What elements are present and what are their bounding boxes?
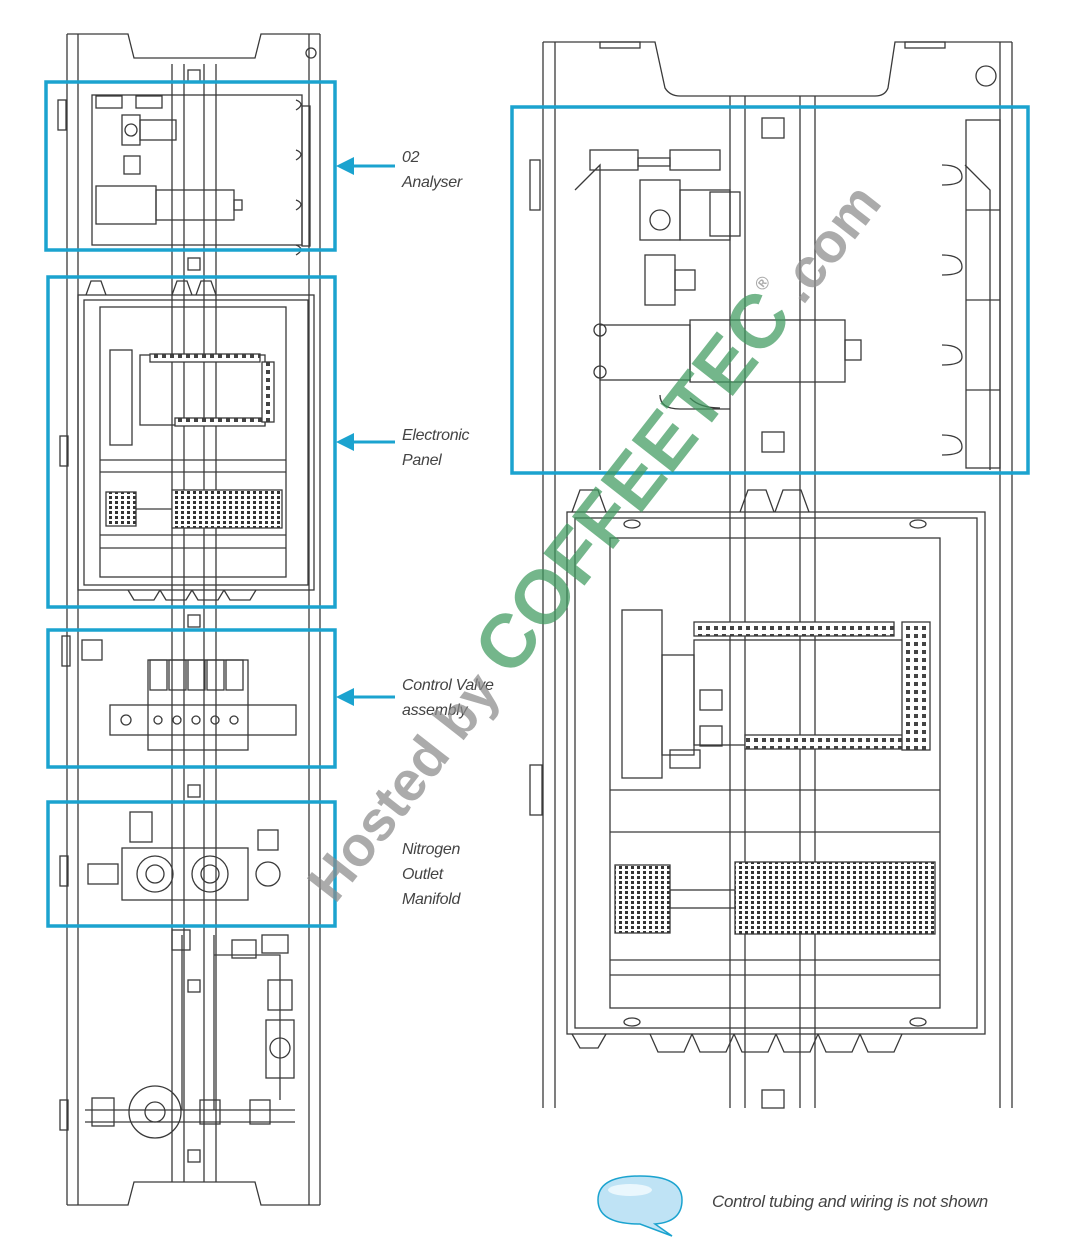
label-line: assembly [402, 702, 468, 719]
label-line: Electronic [402, 427, 470, 444]
callout-arrows [336, 157, 395, 706]
label-line: 02 [402, 149, 420, 166]
left-assembly [57, 33, 321, 1206]
box-o2-analyser-detail [510, 105, 1030, 475]
arrow-left-icon [336, 157, 395, 175]
footnote: Control tubing and wiring is not shown [712, 1192, 988, 1211]
label-line: Nitrogen [402, 841, 461, 858]
box-nitrogen-manifold [46, 800, 337, 928]
label-o2-analyser: 02 Analyser [402, 145, 462, 195]
label-line: Outlet [402, 866, 443, 883]
label-line: Panel [402, 452, 442, 469]
arrow-left-icon [336, 433, 395, 451]
label-line: Manifold [402, 891, 461, 908]
box-control-valve [46, 628, 337, 769]
label-control-valve: Control Valve assembly [402, 673, 494, 723]
speech-bubble-icon [597, 1175, 683, 1237]
label-line: Analyser [402, 174, 462, 191]
label-electronic-panel: Electronic Panel [402, 423, 470, 473]
box-o2-analyser [44, 80, 337, 252]
arrow-left-icon [336, 688, 395, 706]
right-assembly [529, 41, 1013, 1109]
box-electronic-panel [46, 275, 337, 609]
label-nitrogen-manifold: Nitrogen Outlet Manifold [402, 837, 460, 912]
highlight-boxes [44, 80, 1030, 928]
label-line: Control Valve [402, 677, 494, 694]
